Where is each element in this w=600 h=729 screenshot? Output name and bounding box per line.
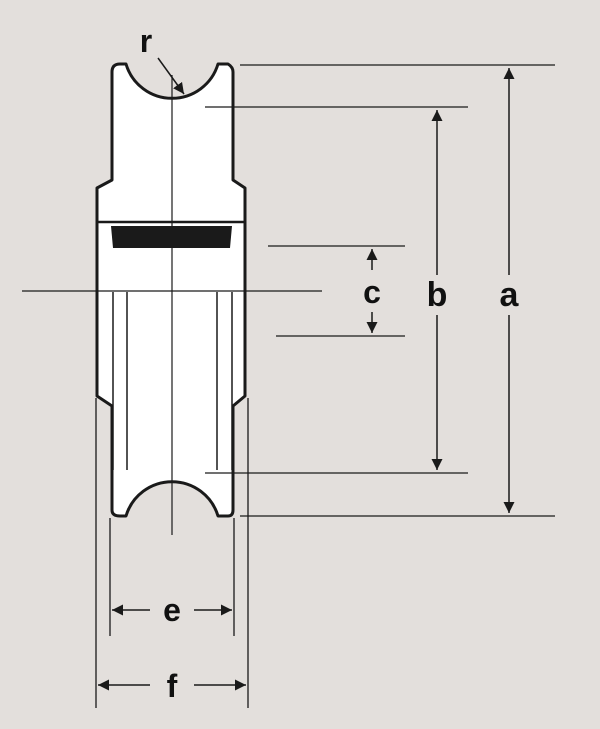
dim-r-arrow [157,57,185,95]
label-b: b [427,276,448,314]
pulley-body [95,62,247,518]
label-a: a [500,276,520,314]
label-c: c [363,274,381,310]
label-e: e [163,592,181,628]
label-f: f [167,668,178,704]
label-r: r [140,23,152,59]
